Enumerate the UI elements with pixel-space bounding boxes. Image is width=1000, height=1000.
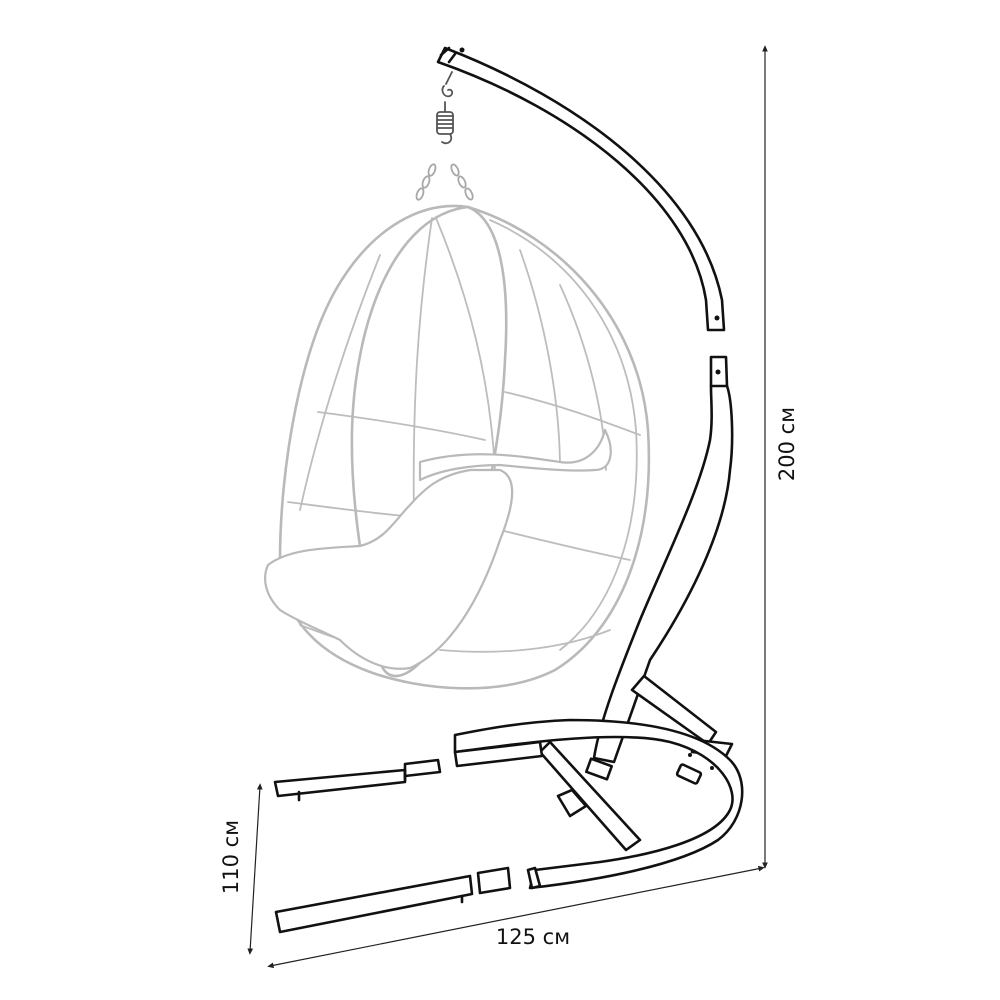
height-label: 200 см: [775, 407, 799, 481]
mounting-bracket: [556, 788, 588, 818]
back-cushion: [418, 428, 612, 482]
seat-cushion: [264, 468, 514, 670]
width-label: 125 см: [496, 925, 570, 949]
depth-label: 110 см: [219, 820, 243, 894]
stand-top-arc: [436, 46, 726, 332]
spring-icon: [436, 101, 454, 145]
base-leg-lower-left: [274, 874, 474, 934]
hanging-chains: [415, 163, 474, 201]
carabiner-hook-icon: [441, 71, 454, 98]
spring-hook-hardware: [436, 71, 454, 145]
stand-cross-bar: [538, 740, 642, 852]
stand-support-strut: [630, 674, 718, 746]
chair-front-hoop: [350, 205, 508, 678]
dimension-depth: [247, 783, 263, 955]
base-leg-upper-left: [273, 768, 407, 798]
dimension-width: [267, 865, 765, 969]
hanging-chair: [264, 163, 651, 690]
chair-basket-outline: [278, 204, 651, 690]
base-leg-upper-right: [453, 740, 544, 768]
